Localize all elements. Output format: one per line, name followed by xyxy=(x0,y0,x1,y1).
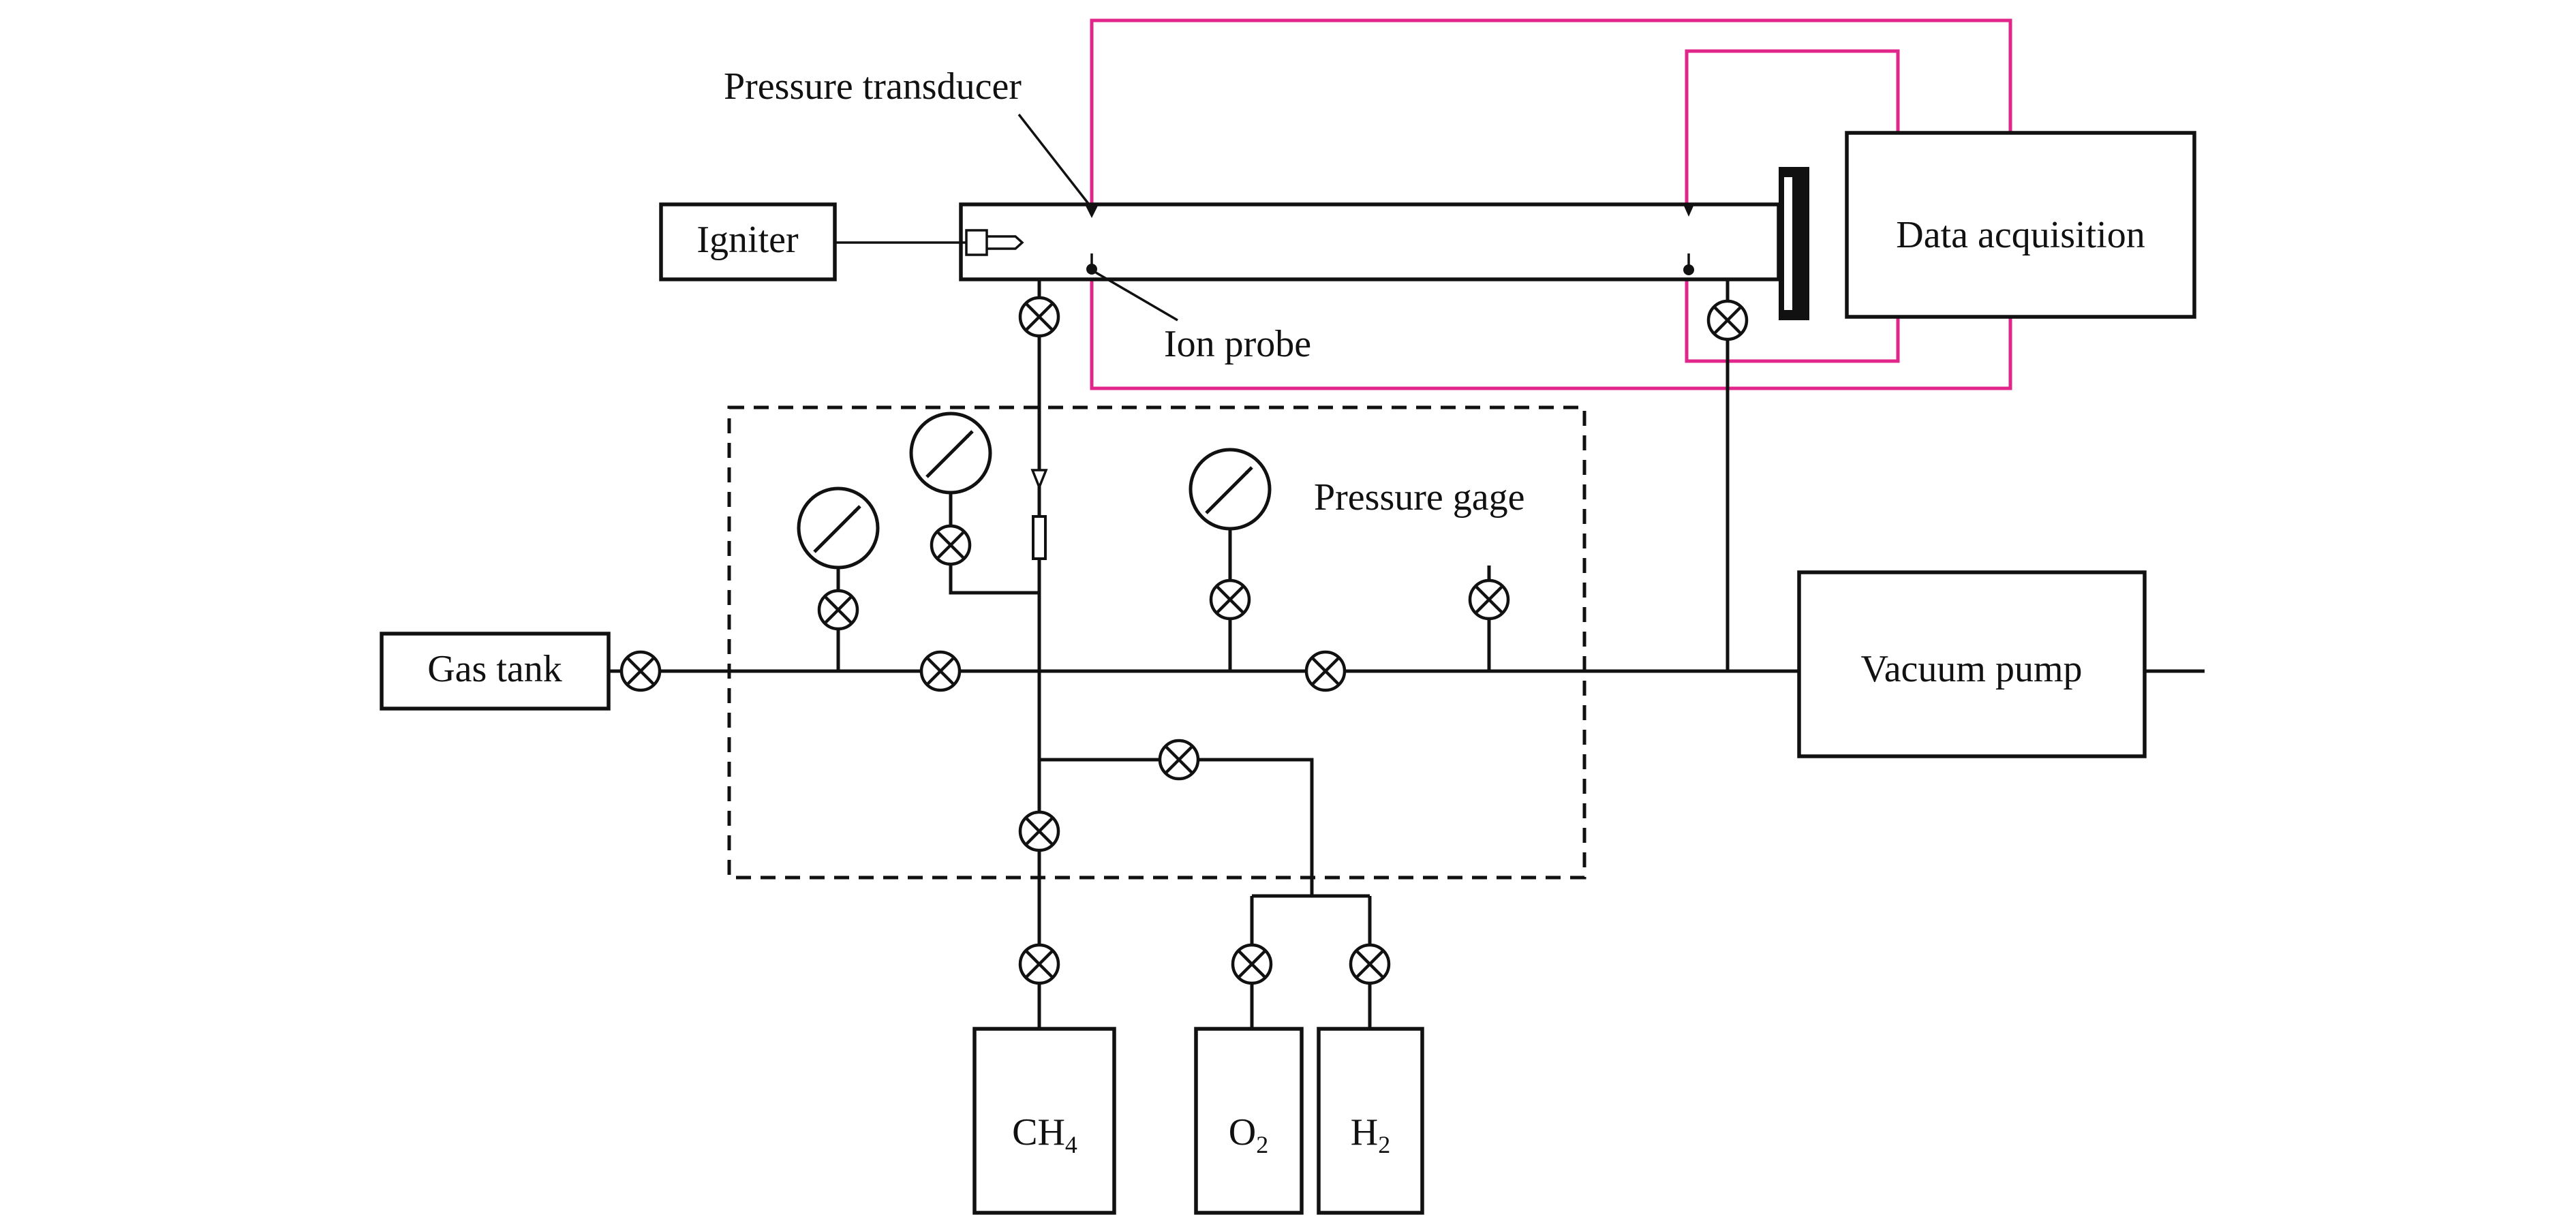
valve-ch4 xyxy=(1018,943,1060,985)
ion-probe-leader xyxy=(1095,271,1178,322)
data-acquisition-label: Data acquisition xyxy=(1896,214,2145,256)
pressure-gage-3 xyxy=(1189,448,1272,531)
signal-wires xyxy=(1090,18,2012,390)
data-acquisition: Data acquisition xyxy=(1845,131,2196,319)
pressure-gage-label: Pressure gage xyxy=(1314,476,1524,518)
vacuum-pump-box xyxy=(1797,570,2147,758)
valve-o2h2-branch xyxy=(1158,739,1200,781)
vacuum-pump: Vacuum pump xyxy=(1797,570,2147,758)
vacuum-pump-label: Vacuum pump xyxy=(1860,648,2082,690)
signal-wire-outer-bottom xyxy=(1090,279,2012,390)
ch4-label: CH4 xyxy=(1012,1111,1077,1158)
valve-o2 xyxy=(1231,943,1273,985)
valve-mix-vertical xyxy=(1018,810,1060,852)
signal-wire-outer-top xyxy=(1090,18,2012,204)
pressure-gage-1 xyxy=(797,486,880,570)
valve-tube-fill xyxy=(1018,296,1060,338)
valve-gage-2 xyxy=(930,524,972,566)
ch4-sub: 4 xyxy=(1065,1131,1077,1158)
valve-h2 xyxy=(1349,943,1391,985)
valve-gage-4 xyxy=(1468,578,1510,621)
igniter-label: Igniter xyxy=(696,219,799,261)
o2-base: O xyxy=(1229,1111,1256,1154)
gas-tank-label: Gas tank xyxy=(427,648,562,690)
pressure-transducer-leader xyxy=(1017,113,1090,206)
valves xyxy=(619,296,1749,985)
pressure-transducer-sensors xyxy=(1085,204,1694,218)
igniter-box xyxy=(659,202,837,281)
ion-probe-sensors xyxy=(1086,253,1694,275)
valve-gage-1 xyxy=(817,589,859,631)
igniter: Igniter xyxy=(659,202,966,281)
valve-gas-tank xyxy=(619,650,662,692)
gas-cylinder-o2: O2 xyxy=(1194,1027,1304,1215)
detonation-tube xyxy=(959,167,1809,320)
gas-tank: Gas tank xyxy=(380,632,611,711)
end-flange xyxy=(1779,167,1809,320)
data-acquisition-box xyxy=(1845,131,2196,319)
h2-sub: 2 xyxy=(1378,1131,1390,1158)
ch4-base: CH xyxy=(1012,1111,1065,1154)
gas-mixing-panel xyxy=(727,405,1586,880)
pressure-gages xyxy=(797,412,1272,570)
o2-label: O2 xyxy=(1229,1111,1268,1158)
signal-wire-inner-bottom xyxy=(1685,279,1900,363)
o2-cylinder-box xyxy=(1194,1027,1304,1215)
signal-wire-inner-top xyxy=(1685,49,1900,204)
valve-manifold-1 xyxy=(919,650,962,692)
pressure-gage-2 xyxy=(909,412,992,495)
valve-manifold-2 xyxy=(1304,650,1347,692)
h2-label: H2 xyxy=(1351,1111,1390,1158)
gas-tank-box xyxy=(380,632,611,711)
ion-probe-label: Ion probe xyxy=(1164,323,1311,365)
h2-cylinder-box xyxy=(1317,1027,1424,1215)
tube-body xyxy=(959,202,1781,281)
valve-gage-3 xyxy=(1209,578,1251,621)
gas-cylinder-h2: H2 xyxy=(1317,1027,1424,1215)
pressure-transducer-label: Pressure transducer xyxy=(724,65,1022,108)
ch4-cylinder-box xyxy=(972,1027,1116,1215)
gas-cylinder-ch4: CH4 xyxy=(972,1027,1116,1215)
valve-tube-vacuum xyxy=(1706,299,1749,341)
o2-sub: 2 xyxy=(1256,1131,1268,1158)
h2-base: H xyxy=(1351,1111,1378,1154)
